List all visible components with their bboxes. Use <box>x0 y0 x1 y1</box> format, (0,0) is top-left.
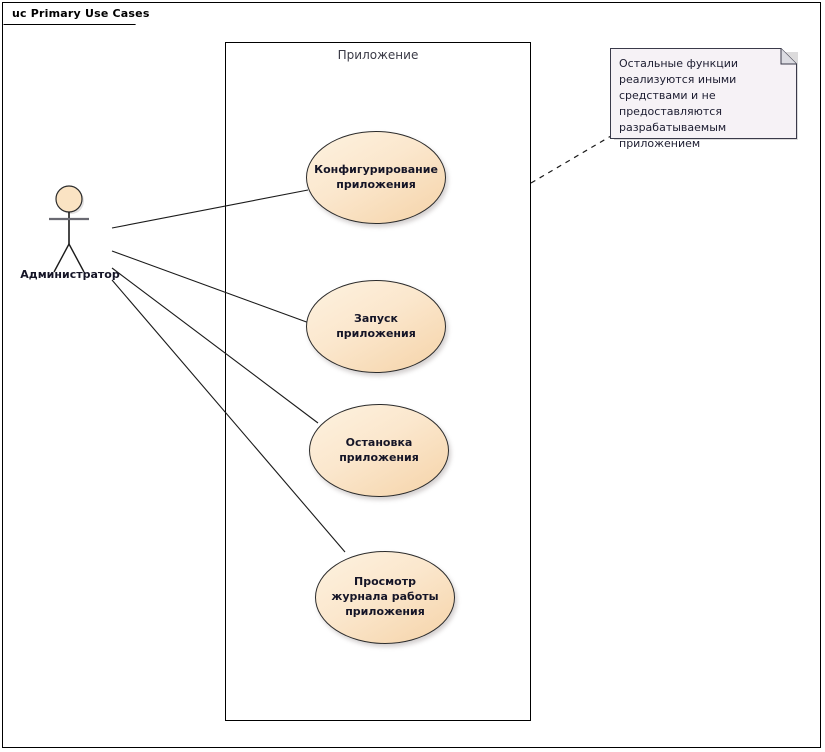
frame-tab-label: uc Primary Use Cases <box>3 3 176 24</box>
system-boundary-label: Приложение <box>337 48 419 62</box>
actor-head-icon <box>55 185 83 213</box>
actor-stick-figure <box>49 185 89 273</box>
note-text: Остальные функции реализуются иными сред… <box>619 57 739 150</box>
note-shape-icon <box>610 48 799 143</box>
use-case-stop[interactable]: Остановка приложения <box>309 404 449 497</box>
use-case-configure[interactable]: Конфигурирование приложения <box>306 131 446 224</box>
actor-leg-right-icon <box>68 243 85 273</box>
note-comment[interactable]: Остальные функции реализуются иными сред… <box>610 48 799 150</box>
use-case-view-log[interactable]: Просмотр журнала работы приложения <box>315 551 455 644</box>
use-case-start[interactable]: Запуск приложения <box>306 280 446 373</box>
use-case-start-label: Запуск приложения <box>336 311 416 340</box>
use-case-stop-label: Остановка приложения <box>339 435 419 464</box>
use-case-configure-label: Конфигурирование приложения <box>314 162 438 191</box>
use-case-view-log-label: Просмотр журнала работы приложения <box>331 575 439 618</box>
actor-label: Администратор <box>20 268 120 281</box>
actor-administrator[interactable] <box>28 180 148 285</box>
actor-leg-left-icon <box>53 243 70 273</box>
